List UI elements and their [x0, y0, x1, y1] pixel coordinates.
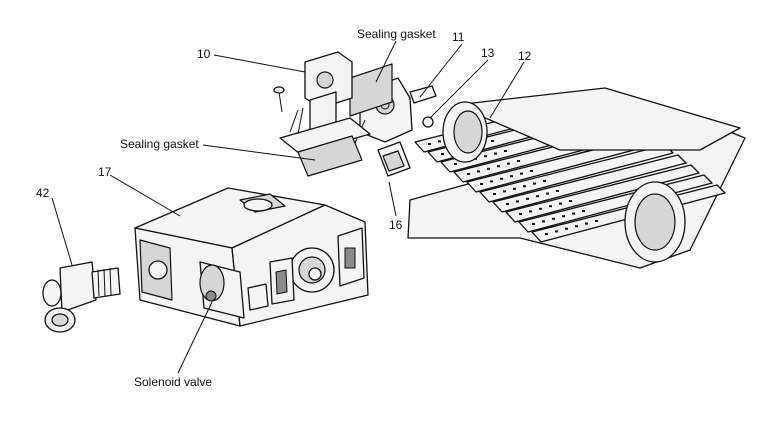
label-sealing-gasket-top: Sealing gasket: [357, 27, 436, 41]
burner-assembly: [407, 87, 746, 269]
burner-port: [517, 160, 520, 162]
burner-port: [507, 162, 510, 165]
burner-port: [569, 200, 572, 202]
burner-port: [513, 187, 516, 190]
burner-port: [532, 223, 535, 225]
burner-port: [575, 225, 578, 228]
burner-port: [490, 180, 493, 183]
label-17: 17: [98, 165, 112, 179]
sealing-gasket-top-part: [349, 63, 393, 117]
burner-port: [529, 210, 532, 213]
burner-port: [552, 217, 555, 220]
burner-port: [533, 182, 536, 185]
burner-port: [493, 193, 496, 195]
burner-port: [510, 175, 513, 178]
burner-bar: [492, 154, 687, 213]
burner-bar: [505, 164, 700, 223]
burner-port: [504, 150, 507, 152]
burner-port: [487, 167, 490, 170]
label-11: 11: [452, 30, 465, 44]
burner-port: [523, 185, 526, 188]
burner-port: [585, 222, 588, 225]
burner-port: [500, 177, 503, 180]
burner-port: [543, 180, 546, 182]
burner-port: [454, 163, 457, 165]
burner-port: [491, 140, 494, 142]
label-solenoid-valve: Solenoid valve: [134, 375, 212, 389]
burner-port: [542, 220, 545, 223]
burner-bar: [479, 144, 674, 203]
burner-port: [559, 202, 562, 205]
burner-port: [494, 152, 497, 155]
burner-port: [595, 220, 598, 222]
label-16: 16: [389, 218, 403, 232]
burner-port: [562, 215, 565, 218]
burner-port: [477, 170, 480, 173]
burner-port: [526, 197, 529, 200]
leader-lines: [51, 40, 525, 374]
burner-port: [555, 230, 558, 233]
burner-port: [545, 233, 548, 235]
inlet-fitting: [42, 261, 121, 333]
label-sealing-gasket-left: Sealing gasket: [120, 137, 199, 151]
gas-valve: [134, 187, 369, 327]
burner-port: [536, 195, 539, 198]
burner-port: [539, 207, 542, 210]
label-12: 12: [518, 49, 532, 63]
burner-port: [582, 210, 585, 212]
pilot-bracket: [273, 51, 371, 177]
burner-port: [546, 192, 549, 195]
burner-port: [572, 212, 575, 215]
burner-port: [484, 155, 487, 158]
burner-port: [428, 143, 431, 145]
burner-port: [441, 153, 444, 155]
burner-port: [565, 227, 568, 230]
part-16: [377, 141, 411, 177]
burner-port: [520, 172, 523, 175]
burner-port: [497, 165, 500, 168]
burner-port: [503, 190, 506, 193]
burner-port: [519, 213, 522, 215]
burner-port: [467, 173, 470, 175]
labels: 10 Sealing gasket 11 13 12 Sealing gaske…: [36, 27, 532, 389]
label-13: 13: [481, 46, 495, 60]
label-42: 42: [36, 186, 50, 200]
burner-port: [480, 183, 483, 185]
burner-port: [530, 170, 533, 172]
burner-port: [556, 190, 559, 192]
burner-port: [516, 200, 519, 203]
burner-port: [549, 205, 552, 208]
label-10: 10: [197, 47, 211, 61]
burner-port: [506, 203, 509, 205]
burner-port: [438, 140, 441, 143]
